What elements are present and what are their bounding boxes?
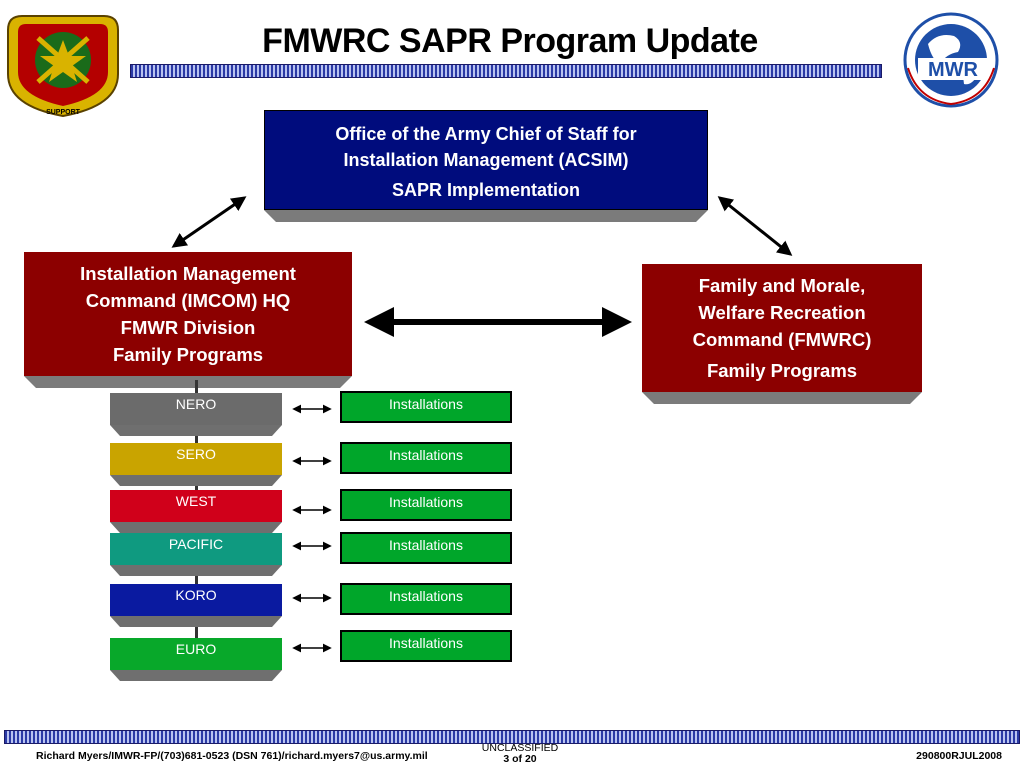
acsim-line1: Office of the Army Chief of Staff for (335, 124, 637, 144)
footer-dtg: 290800RJUL2008 (916, 750, 1002, 762)
footer-author: Richard Myers/IMWR-FP/(703)681-0523 (DSN… (36, 750, 428, 762)
fmwrc-line1: Family and Morale, (698, 275, 866, 296)
imcom-line3: FMWR Division (120, 317, 256, 338)
region-nero-label: NERO (110, 393, 282, 425)
title-stripe (130, 64, 882, 78)
fmwrc-line3: Command (FMWRC) (692, 329, 872, 350)
footer-stripe (4, 730, 1020, 744)
arrow-acsim-imcom (171, 196, 247, 248)
installations-nero: Installations (340, 391, 512, 423)
svg-text:MWR: MWR (928, 59, 979, 81)
imcom-line2: Command (IMCOM) HQ (85, 290, 291, 311)
region-euro-label: EURO (110, 638, 282, 670)
imcom-line4: Family Programs (112, 344, 264, 365)
acsim-line3: SAPR Implementation (391, 180, 581, 200)
acsim-box: Office of the Army Chief of Staff for In… (264, 110, 708, 222)
mwr-globe-logo-icon: MWR (888, 8, 1014, 108)
footer-classification: UNCLASSIFIED (481, 742, 559, 754)
region-west-label: WEST (110, 490, 282, 522)
region-koro-label: KORO (110, 584, 282, 616)
footer-page-number: 3 of 20 (503, 753, 537, 765)
imcom-line1: Installation Management (80, 263, 296, 284)
fmwrc-line2: Welfare Recreation (698, 302, 866, 323)
footer-classification-block: UNCLASSIFIED 3 of 20 (470, 743, 570, 765)
fmwrc-line4: Family Programs (706, 360, 858, 381)
arrow-acsim-fmwrc (717, 196, 793, 256)
crest-motto: SUPPORT (46, 109, 81, 116)
imcom-box: Installation Management Command (IMCOM) … (24, 252, 352, 388)
region-pacific-label: PACIFIC (110, 533, 282, 565)
installations-sero: Installations (340, 442, 512, 474)
installations-koro: Installations (340, 583, 512, 615)
region-sero-label: SERO (110, 443, 282, 475)
fmwrc-box: Family and Morale, Welfare Recreation Co… (642, 264, 922, 404)
installations-euro: Installations (340, 630, 512, 662)
installations-pacific: Installations (340, 532, 512, 564)
acsim-line2: Installation Management (ACSIM) (343, 150, 629, 170)
page-title: FMWRC SAPR Program Update (262, 22, 758, 60)
installations-west: Installations (340, 489, 512, 521)
army-installation-management-crest-icon: SUPPORT (2, 10, 124, 118)
